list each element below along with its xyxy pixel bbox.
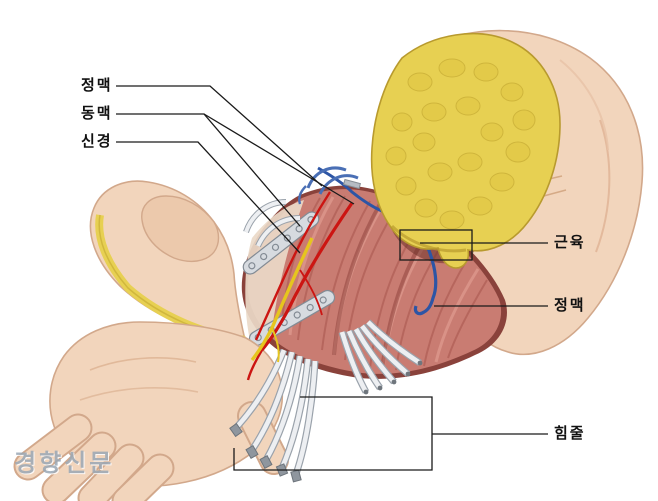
leader-lines — [116, 85, 548, 471]
artery-line — [246, 191, 354, 381]
nerve-line — [250, 237, 314, 363]
fingers — [13, 413, 175, 501]
label-artery: 동맥 — [81, 105, 113, 122]
label-vein-top: 정맥 — [81, 77, 113, 94]
label-tendon: 힘줄 — [554, 425, 586, 442]
leader-vein-top — [116, 85, 323, 187]
tendon-clips — [229, 422, 302, 483]
watermark: 경향신문 — [14, 450, 115, 477]
tendon-bracket — [233, 396, 433, 471]
leader-artery-2 — [203, 113, 355, 205]
label-vein-right: 정맥 — [554, 297, 586, 314]
tendon-bundle-thumb — [229, 348, 319, 483]
micro-clamp — [343, 178, 361, 190]
skin-flap-left — [89, 180, 247, 344]
fat-flap — [370, 32, 561, 269]
label-muscle: 근육 — [554, 234, 586, 251]
vessel-loops — [298, 166, 359, 205]
tendon-fan-distal — [338, 319, 423, 395]
label-nerve: 신경 — [81, 133, 113, 150]
muscle-bracket — [399, 229, 473, 261]
fat-texture — [385, 58, 536, 230]
leader-nerve — [116, 141, 301, 254]
